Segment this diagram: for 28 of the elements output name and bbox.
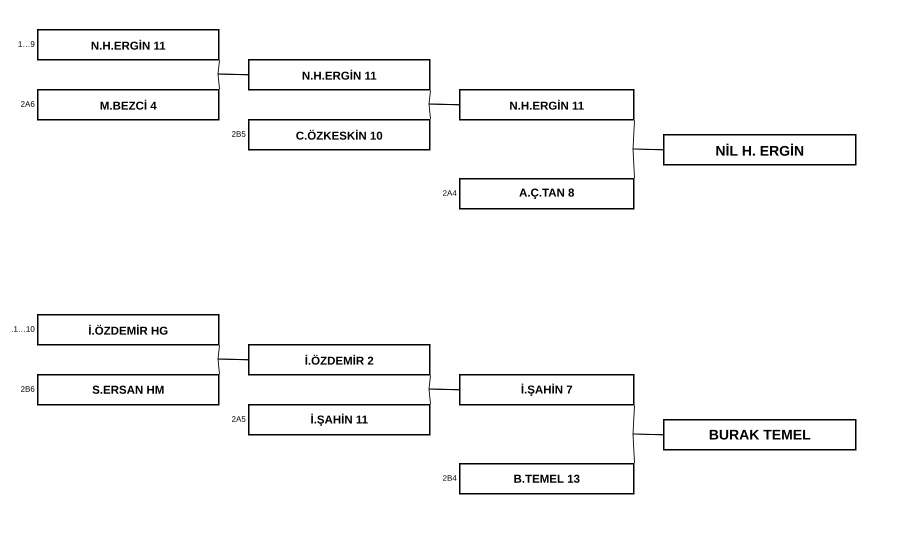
seed-label: 1…9	[18, 41, 34, 47]
player-box: İ.ŞAHİN 7	[459, 374, 634, 406]
seed-label: 2A6	[20, 101, 34, 107]
bracket-line	[428, 388, 460, 404]
bracket-line	[632, 434, 664, 464]
seed-label: 2A5	[232, 416, 246, 422]
seed-label: 2B6	[20, 386, 34, 392]
seed-label: 2A4	[442, 190, 457, 196]
player-box: İ.ŞAHİN 11	[248, 404, 430, 436]
player-box: BURAK TEMEL	[663, 419, 856, 450]
player-box: İ.ÖZDEMİR HG	[37, 314, 220, 346]
player-box: NİL H. ERGİN	[663, 134, 856, 166]
player-box: İ.ÖZDEMİR 2	[248, 344, 430, 376]
seed-label: .1…10	[12, 326, 34, 332]
bracket-line	[428, 104, 460, 120]
bracket-line	[218, 358, 248, 374]
player-box: N.H.ERGİN 11	[459, 89, 634, 120]
player-box: N.H.ERGİN 11	[37, 29, 220, 60]
player-box: N.H.ERGİN 11	[248, 59, 430, 90]
seed-label: 2B5	[232, 131, 246, 137]
player-box: A.Ç.TAN 8	[459, 178, 634, 210]
seed-label: 2B4	[442, 475, 457, 481]
player-box: M.BEZCİ 4	[37, 89, 220, 120]
bracket-line	[632, 148, 664, 178]
player-box: B.TEMEL 13	[459, 463, 634, 494]
player-box: S.ERSAN HM	[37, 374, 220, 406]
bracket-line	[218, 74, 248, 90]
player-box: C.ÖZKESKİN 10	[248, 119, 430, 150]
